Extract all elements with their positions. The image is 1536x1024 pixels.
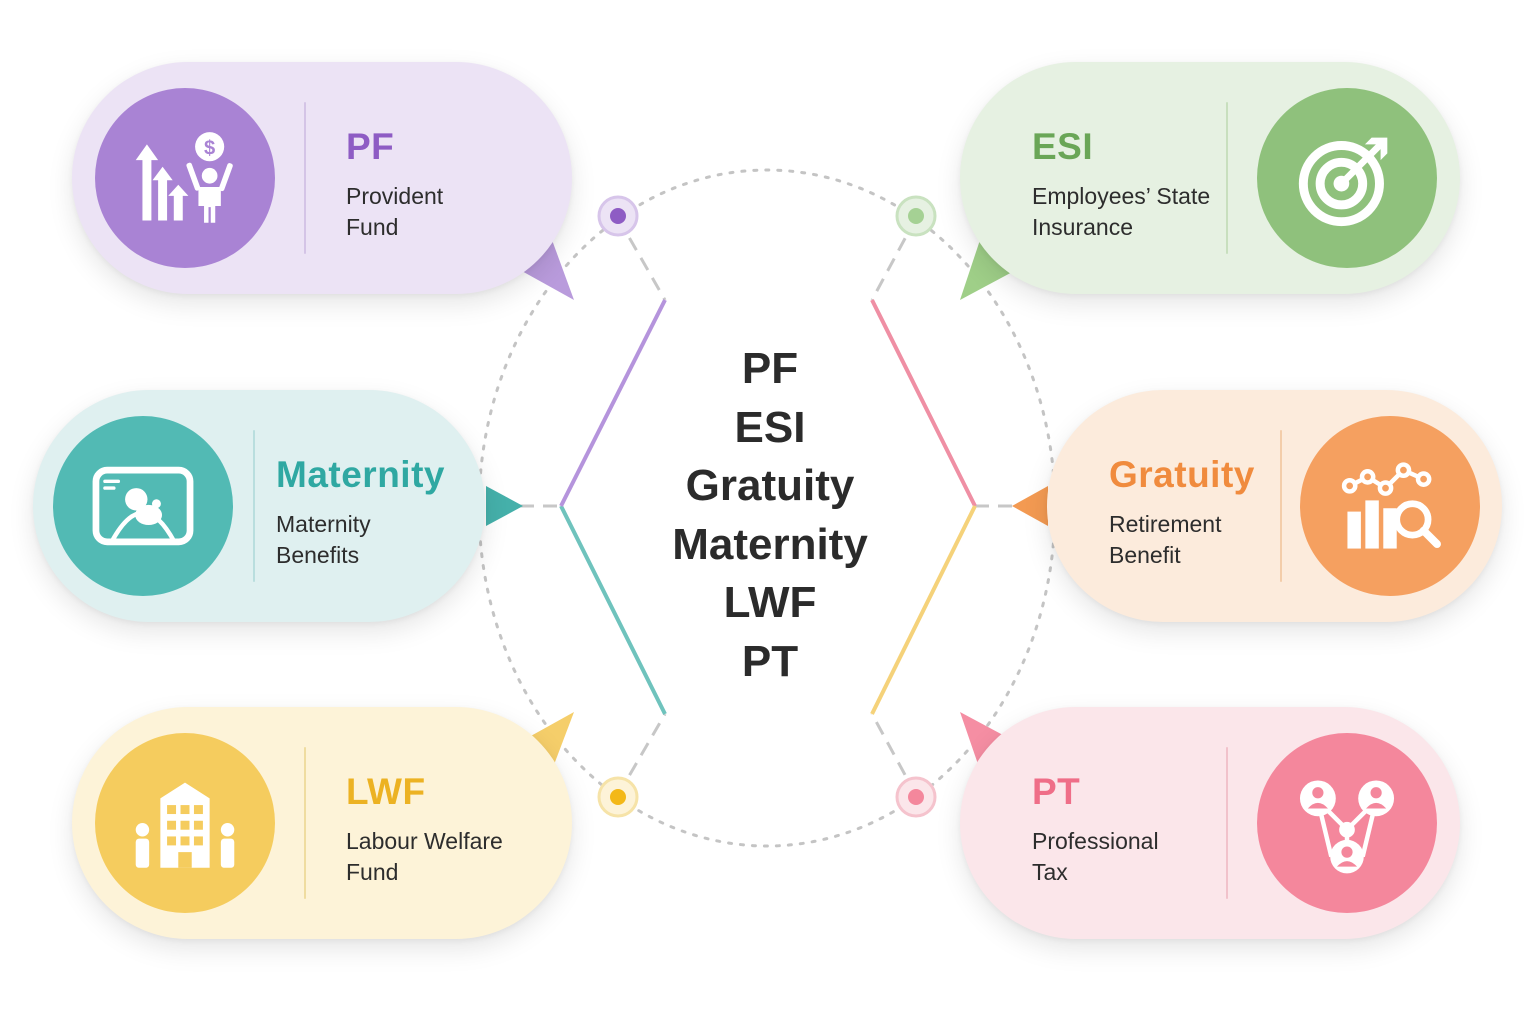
maternity-description: Maternity Benefits — [276, 511, 371, 568]
maternity-title: Maternity — [276, 454, 445, 495]
ring-dot-pf — [597, 195, 639, 237]
spoke-lines — [520, 217, 1016, 796]
network-people-icon — [1299, 780, 1395, 874]
ring-dot-pt — [895, 776, 937, 818]
pointer-lwf — [520, 712, 574, 770]
center-item-gratuity: Gratuity — [685, 461, 855, 510]
gratuity-text: Gratuity Retirement Benefit — [1109, 456, 1319, 571]
pointer-maternity — [486, 486, 523, 526]
maternity-icon-circle — [53, 416, 233, 596]
pt-description: Professional Tax — [1032, 828, 1159, 885]
center-item-pf: PF — [741, 344, 799, 393]
pf-icon-circle: $ — [95, 88, 275, 268]
center-hub-list: PF ESI Gratuity Maternity LWF PT — [620, 340, 920, 691]
esi-description: Employees’ State Insurance — [1032, 183, 1211, 240]
ring-dot-esi — [895, 195, 937, 237]
pt-divider — [1226, 747, 1228, 899]
chart-search-icon — [1341, 462, 1441, 549]
ultrasound-icon — [92, 466, 194, 546]
card-gratuity: Gratuity Retirement Benefit — [1047, 390, 1502, 622]
esi-title: ESI — [1032, 126, 1094, 167]
center-item-maternity: Maternity — [672, 519, 868, 569]
center-item-esi: ESI — [734, 402, 806, 452]
ring-dot-lwf — [597, 776, 639, 818]
esi-text: ESI Employees’ State Insurance — [1032, 128, 1242, 243]
pf-title: PF — [346, 126, 395, 167]
svg-text:$: $ — [204, 137, 215, 159]
growth-person-icon: $ — [135, 132, 233, 223]
maternity-divider — [253, 430, 255, 582]
gratuity-title: Gratuity — [1109, 454, 1255, 495]
pointer-pf — [520, 240, 574, 300]
card-pf: $ PF Provident Fund — [72, 62, 572, 294]
pt-title: PT — [1032, 771, 1081, 812]
center-hexagon — [559, 298, 977, 716]
card-maternity: Maternity Maternity Benefits — [33, 390, 485, 622]
esi-icon-circle — [1257, 88, 1437, 268]
gratuity-divider — [1280, 430, 1282, 582]
lwf-title: LWF — [346, 771, 426, 812]
target-icon — [1298, 137, 1388, 227]
card-pt: PT Professional Tax — [960, 707, 1460, 939]
pointer-esi — [960, 240, 1016, 300]
maternity-text: Maternity Maternity Benefits — [276, 456, 486, 571]
center-item-lwf: LWF — [723, 578, 817, 627]
pointer-gratuity — [1012, 486, 1048, 526]
esi-divider — [1226, 102, 1228, 254]
building-people-icon — [135, 782, 235, 868]
card-lwf: LWF Labour Welfare Fund — [72, 707, 572, 939]
pt-icon-circle — [1257, 733, 1437, 913]
pf-divider — [304, 102, 306, 254]
pf-description: Provident Fund — [346, 183, 444, 240]
lwf-icon-circle — [95, 733, 275, 913]
lwf-text: LWF Labour Welfare Fund — [346, 773, 556, 888]
pointer-pt — [960, 712, 1016, 770]
pf-text: PF Provident Fund — [346, 128, 556, 243]
pt-text: PT Professional Tax — [1032, 773, 1242, 888]
lwf-divider — [304, 747, 306, 899]
card-esi: ESI Employees’ State Insurance — [960, 62, 1460, 294]
center-item-pt: PT — [741, 636, 799, 686]
gratuity-icon-circle — [1300, 416, 1480, 596]
gratuity-description: Retirement Benefit — [1109, 511, 1222, 568]
lwf-description: Labour Welfare Fund — [346, 828, 503, 885]
